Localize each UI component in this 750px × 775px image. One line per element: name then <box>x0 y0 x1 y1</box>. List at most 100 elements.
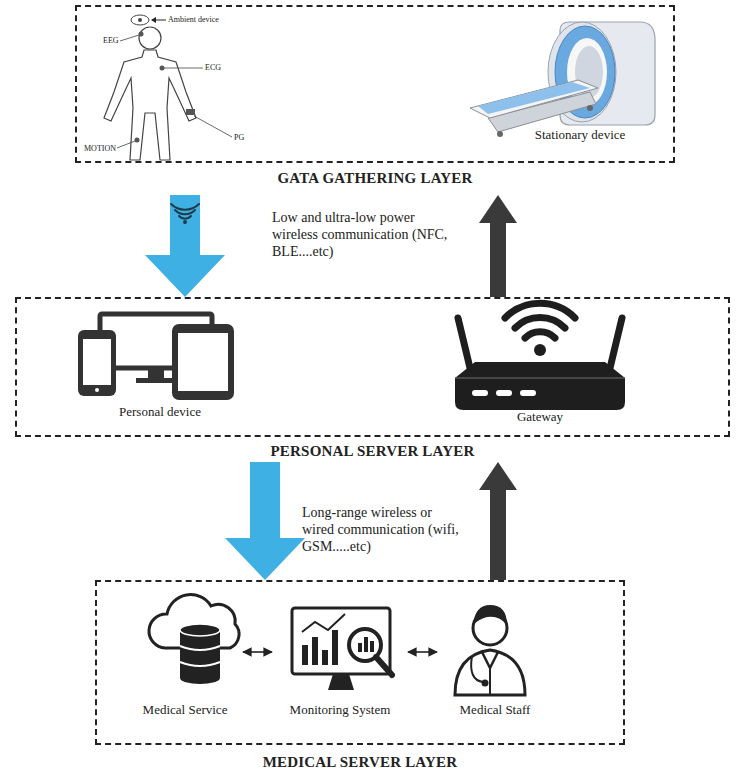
eeg-sensor <box>139 32 144 37</box>
ambient-icon-dot <box>138 18 142 22</box>
mri-bed-top <box>470 80 598 118</box>
layer-title: PERSONAL SERVER LAYER <box>15 443 730 460</box>
leader-line <box>164 68 203 69</box>
router-light <box>472 390 488 396</box>
dashed-border <box>95 580 625 745</box>
device-caption: Personal device <box>65 405 255 420</box>
monitoring-icon <box>292 608 392 690</box>
sensor-label: ECG <box>205 64 221 72</box>
doctor-collar <box>482 652 498 668</box>
leader-line <box>194 116 232 137</box>
signal-arc <box>175 210 195 214</box>
database-bottom <box>180 672 220 684</box>
stethoscope-head <box>482 680 489 687</box>
router-antenna <box>458 318 470 368</box>
signal-dot <box>183 220 187 224</box>
link-label: Low and ultra-low power wireless communi… <box>272 210 452 260</box>
doctor-hair <box>473 605 507 625</box>
uplink-arrow <box>479 462 517 580</box>
doctor-body <box>455 650 525 695</box>
signal-arc <box>179 216 191 219</box>
device-caption: Gateway <box>440 410 640 425</box>
database-top <box>180 624 220 636</box>
device-node: Personal device <box>65 315 255 425</box>
mri-wheel <box>587 105 593 111</box>
service-caption: Medical Service <box>130 703 240 718</box>
phone-screen <box>83 339 111 385</box>
leader-line <box>120 35 139 41</box>
monitor-screen <box>292 608 390 674</box>
device-node: Gateway <box>440 305 640 430</box>
ecg-sensor <box>160 66 165 71</box>
cloud-database-icon <box>149 595 239 684</box>
chart-bar <box>332 630 338 665</box>
service-caption: Medical Staff <box>440 703 550 718</box>
sensor-label: MOTION <box>84 145 116 153</box>
database-stripe <box>180 646 220 650</box>
stethoscope <box>471 656 483 682</box>
wifi-arc <box>515 317 565 328</box>
layer-box: GATA GATHERING LAYER Stationary device <box>75 5 675 195</box>
layer-box: MEDICAL SERVER LAYER Medical Service Monit… <box>95 580 625 775</box>
figure-body <box>104 50 196 160</box>
downlink-arrow <box>145 195 225 297</box>
layer-title: GATA GATHERING LAYER <box>75 170 675 187</box>
uplink-arrow <box>479 195 517 297</box>
phone-body <box>78 330 116 396</box>
tablet-screen <box>178 333 228 391</box>
data-exchange-arrow <box>408 651 437 653</box>
doctor-icon <box>455 605 525 695</box>
wifi-dot <box>534 344 546 356</box>
router-light <box>496 390 512 396</box>
chart-line <box>302 614 345 632</box>
router-antenna <box>610 318 622 368</box>
mri-bed-pad <box>478 82 590 114</box>
phone-button <box>95 388 99 392</box>
mri-scanner <box>470 22 655 137</box>
layer-box: PERSONAL SERVER LAYER Personal device Gate… <box>15 297 730 462</box>
lens-bar <box>370 641 374 652</box>
tablet-body <box>172 324 234 400</box>
mri-wheel <box>497 131 503 137</box>
service-caption: Monitoring System <box>275 703 405 718</box>
figure-head <box>139 27 161 49</box>
router-icon <box>455 303 625 410</box>
sensor-label: EEG <box>103 37 119 45</box>
router-light <box>520 390 536 396</box>
pg-sensor <box>186 109 195 115</box>
coat-line <box>489 668 491 695</box>
chart-bar <box>312 637 318 665</box>
lens-bar <box>358 643 362 652</box>
wifi-arc <box>505 303 575 318</box>
router-edge <box>455 377 625 379</box>
database-stripe <box>180 662 220 666</box>
ambient-arrow-head <box>151 17 156 23</box>
device-node: Stationary device <box>455 15 655 150</box>
wifi-arc <box>525 332 555 338</box>
data-exchange-arrow <box>243 651 272 653</box>
downlink-arrow <box>225 462 305 580</box>
wireless-symbol <box>171 204 199 224</box>
lens-bar <box>364 637 368 652</box>
layer-title: MEDICAL SERVER LAYER <box>95 754 625 771</box>
personal-device-icons <box>78 314 234 400</box>
service-node: Medical Service <box>130 595 240 725</box>
chart-bar <box>302 645 308 665</box>
service-node: Medical Staff <box>440 595 550 725</box>
ambient-icon <box>131 15 149 25</box>
monitor-stand <box>328 674 354 690</box>
sensor-label: PG <box>234 134 244 142</box>
router-body <box>455 362 625 410</box>
human-figure <box>104 15 232 160</box>
chart-bar <box>322 650 328 665</box>
device-caption: Stationary device <box>505 128 655 143</box>
monitor-base <box>136 378 176 383</box>
motion-sensor <box>135 138 140 143</box>
magnifier-handle <box>376 657 392 675</box>
service-node: Monitoring System <box>275 600 405 725</box>
sensor-label: Ambient device <box>168 16 219 24</box>
database-body <box>180 630 220 678</box>
